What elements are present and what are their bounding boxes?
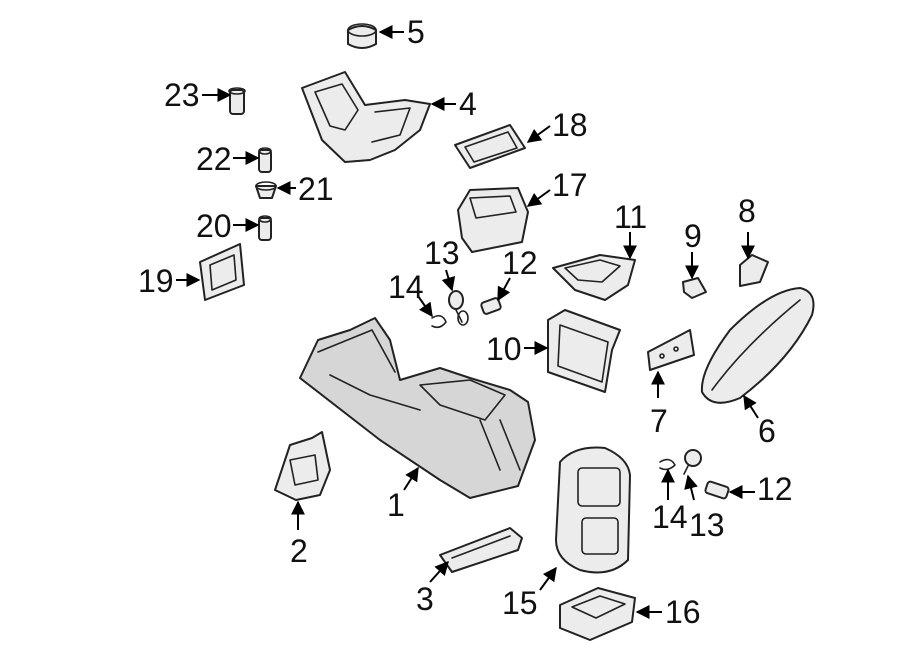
label-13-top: 13 (424, 235, 460, 271)
label-4: 4 (459, 86, 477, 122)
label-17: 17 (552, 167, 588, 203)
label-9: 9 (684, 218, 702, 254)
part-9-clip (682, 277, 707, 299)
label-12-bottom: 12 (757, 471, 793, 507)
part-5-cup-insert (347, 23, 377, 49)
label-15: 15 (502, 585, 538, 621)
label-5: 5 (407, 14, 425, 50)
label-1: 1 (387, 487, 405, 523)
part-13-ring-bottom (683, 449, 702, 475)
label-19: 19 (138, 263, 174, 299)
part-2-bracket (274, 431, 331, 501)
label-14-bottom: 14 (652, 499, 688, 535)
label-18: 18 (552, 107, 588, 143)
part-20-plug (258, 215, 272, 241)
label-7: 7 (650, 403, 668, 439)
part-18-lid-pad (454, 124, 526, 169)
part-19-panel (199, 243, 245, 301)
part-23-plug (228, 87, 246, 115)
part-14-clip-bottom (659, 458, 676, 471)
part-13-ring-top (448, 290, 469, 326)
label-2: 2 (290, 533, 308, 569)
label-20: 20 (196, 208, 232, 244)
part-14-clip-top (431, 314, 447, 329)
part-17-storage-bin (457, 187, 529, 253)
label-16: 16 (665, 594, 701, 630)
part-22-plug (258, 147, 272, 173)
label-13-bottom: 13 (689, 507, 725, 543)
part-6-armrest-lid (700, 287, 815, 404)
part-8-tab (739, 254, 769, 287)
part-3-bracket (439, 527, 523, 573)
label-21: 21 (298, 171, 334, 207)
part-4-cupholder-bracket (301, 71, 431, 163)
part-7-hinge-bracket (647, 329, 695, 371)
label-14-top: 14 (388, 269, 424, 305)
label-22: 22 (196, 141, 232, 177)
part-11-tray (552, 254, 636, 301)
label-3: 3 (416, 581, 434, 617)
label-11: 11 (614, 199, 647, 235)
leader-lines (176, 25, 759, 619)
label-12-top: 12 (502, 245, 538, 281)
part-12-socket-bottom (704, 480, 730, 500)
part-12-socket-top (480, 297, 502, 315)
label-10: 10 (486, 331, 522, 367)
callout-labels: 5 4 23 22 21 20 19 18 17 13 14 12 11 10 … (138, 14, 793, 630)
part-21-bushing (255, 181, 277, 199)
part-16-bottom-tray (559, 587, 636, 641)
label-23: 23 (164, 77, 200, 113)
label-8: 8 (738, 193, 756, 229)
label-6: 6 (758, 413, 776, 449)
part-15-armrest-housing (555, 446, 631, 574)
part-10-bracket-panel (547, 309, 621, 393)
part-1-console-body (299, 317, 536, 499)
